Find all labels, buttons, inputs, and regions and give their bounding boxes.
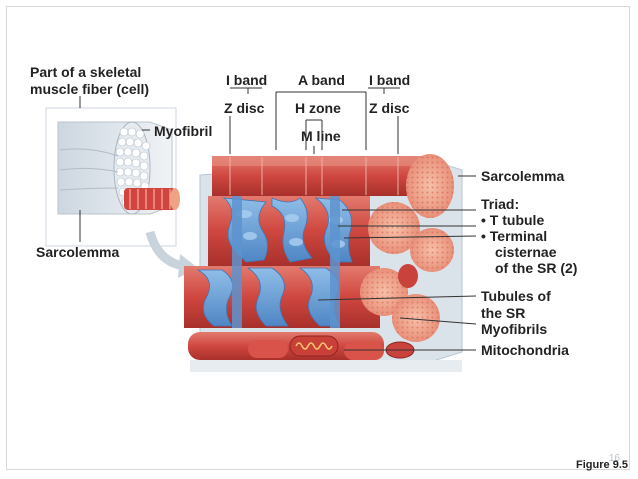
- triad-label-group: Triad: • T tubule • Terminal cisternae o…: [481, 196, 577, 276]
- label-i-band-left: I band: [226, 72, 268, 88]
- band-brackets: [79, 87, 477, 351]
- label-t-tubule: T tubule: [489, 212, 545, 228]
- label-h-zone: H zone: [295, 100, 341, 116]
- label-tubules-of-line2: the SR: [481, 305, 526, 321]
- label-part-of-fiber-line2: muscle fiber (cell): [30, 81, 150, 97]
- label-a-band: A band: [298, 72, 345, 88]
- label-tubules-of-line1: Tubules of: [481, 288, 551, 304]
- slide-frame: [6, 6, 630, 470]
- label-cisternae: cisternae: [495, 244, 557, 260]
- label-m-line: M line: [301, 128, 341, 144]
- label-terminal: Terminal: [489, 228, 548, 244]
- figure-label: Figure 9.5: [576, 459, 628, 471]
- label-sarcolemma-right: Sarcolemma: [481, 168, 565, 184]
- label-z-disc-left: Z disc: [224, 100, 265, 116]
- label-z-disc-right: Z disc: [369, 100, 410, 116]
- label-sarcolemma-left: Sarcolemma: [36, 244, 120, 260]
- main-fiber-block: [184, 154, 463, 372]
- label-myofibril: Myofibril: [154, 123, 213, 139]
- bullet-icon: •: [481, 228, 486, 244]
- page-number: 16: [608, 453, 620, 464]
- label-i-band-right: I band: [369, 72, 411, 88]
- label-of-the-sr: of the SR (2): [495, 260, 578, 276]
- bullet-icon: •: [481, 212, 486, 228]
- label-myofibrils: Myofibrils: [481, 321, 548, 337]
- label-triad: Triad:: [481, 196, 520, 212]
- fiber-inset: [45, 107, 180, 247]
- label-mitochondria: Mitochondria: [481, 342, 569, 358]
- label-part-of-fiber-line1: Part of a skeletal: [30, 64, 142, 80]
